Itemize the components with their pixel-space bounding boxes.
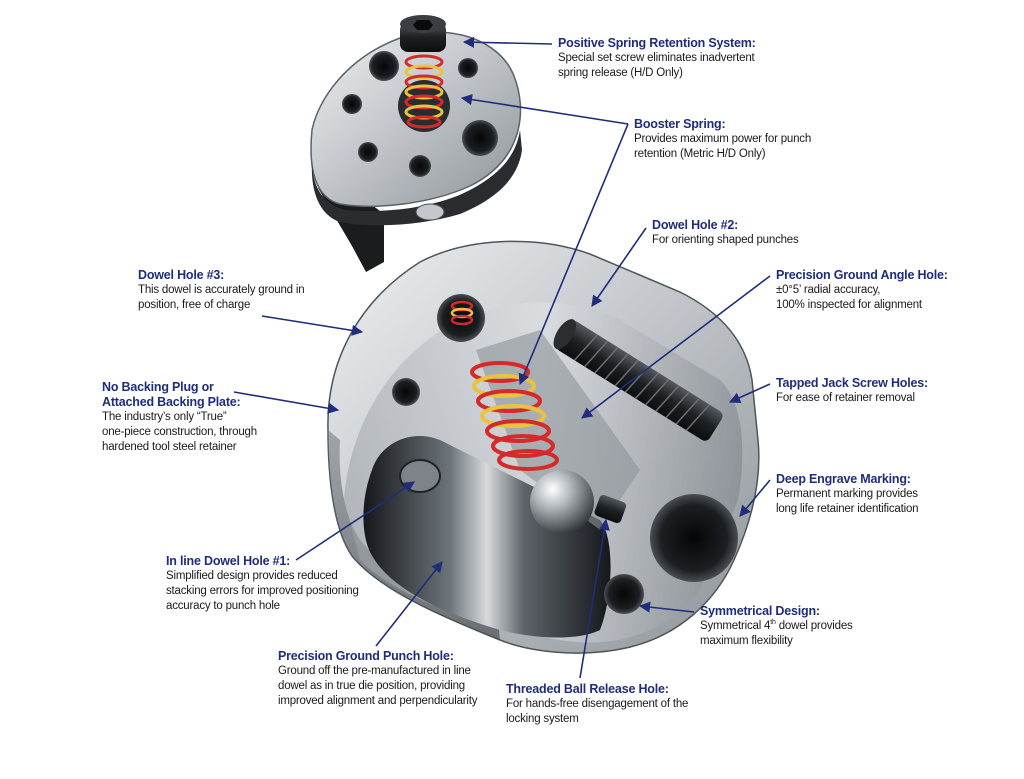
callout-jack-screw: Tapped Jack Screw Holes: For ease of ret… xyxy=(776,376,928,406)
dowel-hole-3-spring-icon xyxy=(450,300,474,326)
set-screw-icon xyxy=(400,15,446,52)
callout-line-part: Symmetrical 4 xyxy=(700,620,771,632)
callout-line: For hands-free disengagement of the xyxy=(506,698,689,710)
callout-line: Permanent marking provides xyxy=(776,488,918,500)
callout-line: spring release (H/D Only) xyxy=(558,67,683,79)
callout-line: 100% inspected for alignment xyxy=(776,299,922,311)
arrow-jack-screw xyxy=(728,383,771,403)
callout-title: Precision Ground Punch Hole: xyxy=(278,649,454,663)
deep-bore-icon xyxy=(650,494,738,582)
callout-line: Ground off the pre-manufactured in line xyxy=(278,665,471,677)
arrow-booster-main xyxy=(518,123,629,386)
callout-backing-plug: No Backing Plug or Attached Backing Plat… xyxy=(102,380,257,455)
callout-line: For ease of retainer removal xyxy=(776,392,915,404)
callout-title: Threaded Ball Release Hole: xyxy=(506,682,669,696)
callout-title: No Backing Plug or xyxy=(102,380,214,394)
callout-line-part: dowel provides xyxy=(775,620,853,632)
arrow-angle-hole xyxy=(581,275,771,419)
callout-line: one-piece construction, through xyxy=(102,426,257,438)
top-hole-5 xyxy=(358,142,378,162)
callout-line: Symmetrical 4th dowel provides xyxy=(700,619,853,634)
callout-dowel-hole-1: In line Dowel Hole #1: Simplified design… xyxy=(166,554,359,614)
callout-dowel-hole-3: Dowel Hole #3: This dowel is accurately … xyxy=(138,268,305,313)
callout-line: retention (Metric H/D Only) xyxy=(634,148,766,160)
ball-release-screw-icon xyxy=(594,495,627,524)
arrow-punch-hole xyxy=(375,561,443,647)
callout-title: Booster Spring: xyxy=(634,117,726,131)
callout-superscript: th xyxy=(770,619,776,627)
callout-title: Dowel Hole #2: xyxy=(652,218,739,232)
callout-line: accuracy to punch hole xyxy=(166,600,280,612)
jack-screw-icon xyxy=(553,319,723,441)
callout-line: This dowel is accurately ground in xyxy=(138,284,305,296)
callout-title: Positive Spring Retention System: xyxy=(558,36,756,50)
top-pin xyxy=(415,203,445,221)
top-hole-3 xyxy=(342,94,362,114)
symmetrical-hole-icon xyxy=(604,574,644,614)
callout-line: Provides maximum power for punch xyxy=(634,133,812,145)
callout-title: Attached Backing Plate: xyxy=(102,395,241,409)
callout-title: In line Dowel Hole #1: xyxy=(166,554,291,568)
top-hole-6 xyxy=(409,155,431,177)
callout-spring-retention: Positive Spring Retention System: Specia… xyxy=(558,36,756,81)
callout-ball-release: Threaded Ball Release Hole: For hands-fr… xyxy=(506,682,688,727)
callout-title: Deep Engrave Marking: xyxy=(776,472,911,486)
arrow-spring-retention xyxy=(462,36,553,48)
arrow-booster-top xyxy=(460,94,629,125)
callout-line: stacking errors for improved positioning xyxy=(166,585,359,597)
callout-title: Dowel Hole #3: xyxy=(138,268,225,282)
top-retainer xyxy=(310,15,522,272)
top-retainer-edge xyxy=(311,130,522,226)
callout-line: Special set screw eliminates inadvertent xyxy=(558,52,755,64)
callout-line: dowel as in true die position, providing xyxy=(278,680,465,692)
arrow-engrave xyxy=(739,479,771,517)
callout-line: For orienting shaped punches xyxy=(652,234,799,246)
arrow-symmetrical xyxy=(638,601,695,613)
locking-ball-icon xyxy=(530,470,594,534)
callout-title: Symmetrical Design: xyxy=(700,604,820,618)
callout-line: locking system xyxy=(506,713,579,725)
callout-line: hardened tool steel retainer xyxy=(102,441,237,453)
callout-symmetrical: Symmetrical Design: Symmetrical 4th dowe… xyxy=(700,604,853,649)
side-hole-icon xyxy=(392,378,420,406)
arrow-backing-plug xyxy=(233,391,340,414)
callout-booster-spring: Booster Spring: Provides maximum power f… xyxy=(634,117,811,162)
callout-title: Tapped Jack Screw Holes: xyxy=(776,376,928,390)
arrow-ball-release xyxy=(579,518,610,679)
callout-angle-hole: Precision Ground Angle Hole: ±0°5’ radia… xyxy=(776,268,948,313)
callout-dowel-hole-2: Dowel Hole #2: For orienting shaped punc… xyxy=(652,218,799,248)
callout-line: position, free of charge xyxy=(138,299,251,311)
arrow-dowel-hole-3 xyxy=(261,315,364,336)
booster-spring-icon xyxy=(470,361,559,471)
callout-arrows xyxy=(233,36,771,679)
callout-engrave: Deep Engrave Marking: Permanent marking … xyxy=(776,472,919,517)
callout-punch-hole: Precision Ground Punch Hole: Ground off … xyxy=(278,649,478,709)
callout-line: improved alignment and perpendicularity xyxy=(278,695,478,707)
top-spring-icon xyxy=(404,54,444,129)
arrow-dowel-hole-1 xyxy=(295,481,415,561)
callout-line: maximum flexibility xyxy=(700,635,793,647)
callout-line: ±0°5’ radial accuracy, xyxy=(776,284,881,296)
main-retainer xyxy=(327,240,760,654)
top-hole-1 xyxy=(369,51,399,81)
top-hole-4 xyxy=(462,120,498,156)
callout-line: Simplified design provides reduced xyxy=(166,570,338,582)
top-hole-2 xyxy=(458,58,478,78)
arrow-dowel-hole-2 xyxy=(591,227,647,307)
callout-line: long life retainer identification xyxy=(776,503,919,515)
callout-title: Precision Ground Angle Hole: xyxy=(776,268,948,282)
callout-line: The industry’s only “True” xyxy=(102,411,227,423)
